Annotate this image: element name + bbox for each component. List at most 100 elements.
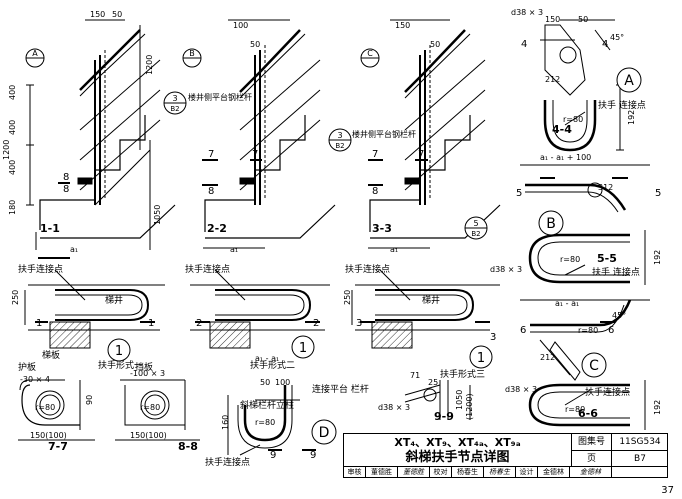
sign-checker: 杨春生: [452, 467, 484, 478]
dim-150-A: 150: [545, 15, 560, 24]
dim-r80-A: r=80: [563, 115, 583, 124]
dim-250-1: 250: [11, 290, 20, 305]
drawing-title-line1: XT₄、XT₉、XT₄ₐ、XT₉ₐ: [394, 436, 521, 449]
dim-50-A: 50: [578, 15, 588, 24]
cut-8d: 8: [372, 186, 378, 197]
sign-design-label: 设计: [516, 467, 538, 478]
label-rail-form-2: 扶手形式二: [250, 359, 295, 371]
title-block-main: XT₄、XT₉、XT₄ₐ、XT₉ₐ 斜梯扶手节点详图: [344, 434, 572, 467]
dim-r80-8: r=80: [140, 403, 160, 412]
section-title-9-9: 9-9: [434, 410, 454, 423]
dim-a1sub-c: a₁ - a₁: [555, 299, 579, 308]
cut-3a: 3: [356, 318, 362, 329]
sign-review-label: 审核: [344, 467, 366, 478]
section-title-7-7: 7-7: [48, 440, 68, 453]
dim-a1-2: a₁: [230, 245, 238, 254]
ref-b2-3: B2: [471, 230, 480, 238]
cut-7c: 7: [372, 149, 378, 160]
sign-reviewer-signature: 董德胜: [398, 467, 430, 478]
bubble-one-3-text: 1: [477, 351, 485, 366]
label-rail-joint-D: 扶手连接点: [205, 456, 250, 468]
bubble-C-1-text: C: [367, 49, 373, 58]
dim-150-100-8: 150(100): [130, 431, 167, 440]
dim-400-a: 400: [8, 85, 17, 100]
ref-3-1: 3: [172, 94, 177, 103]
section-title-3-3: 3-3: [372, 222, 392, 235]
detail-bubble-A: [616, 67, 642, 93]
bubble-one-2-text: 1: [299, 341, 307, 356]
title-block: XT₄、XT₉、XT₄ₐ、XT₉ₐ 斜梯扶手节点详图 图集号 11SG534 页…: [343, 433, 668, 478]
section-title-5-5: 5-5: [597, 252, 617, 265]
detail-B: [520, 164, 650, 285]
label-stop-plate: 挡板: [135, 361, 153, 373]
dim-400-c: 400: [8, 160, 17, 175]
cut-6a: 6: [520, 325, 526, 336]
dim-150-1: 150: [90, 10, 105, 19]
dim-212-A: 212: [545, 75, 560, 84]
label-stair-board: 梯板: [42, 349, 60, 361]
dim-1050: 1050: [153, 205, 162, 225]
dim-160: 160: [221, 415, 230, 430]
label-rail-joint-2: 扶手连接点: [185, 263, 230, 275]
atlas-number-label: 图集号: [572, 434, 612, 451]
sign-designer-signature: 金德林: [570, 467, 612, 478]
dim-25: 25: [428, 378, 438, 387]
label-stair-well-1: 梯井: [105, 294, 123, 306]
atlas-number-value: 11SG534: [612, 434, 668, 451]
dim-r80-7: r=80: [35, 403, 55, 412]
dim-71: 71: [410, 371, 420, 380]
label-rail-joint-A: 扶手 连接点: [598, 99, 646, 111]
dim-r80-C2: r=80: [565, 405, 585, 414]
cut-7b: 7: [252, 149, 258, 160]
dim-r80-B: r=80: [560, 255, 580, 264]
bubble-A-1-text: A: [32, 49, 38, 58]
label-d38-C: d38 × 3: [505, 385, 537, 394]
cut-6b: 6: [608, 325, 614, 336]
detail-B-text: B: [546, 216, 556, 232]
label-rail-joint-C: 扶手连接点: [585, 386, 630, 398]
dim-250-3: 250: [343, 290, 352, 305]
dim-1200-b: 1200: [145, 55, 154, 75]
bubble-one-2: [291, 335, 315, 359]
cut-2a: 2: [196, 318, 202, 329]
section-8-8: [115, 379, 200, 441]
detail-A-text: A: [624, 73, 634, 89]
dim-100-D: 100: [275, 378, 290, 387]
label-slant-post: 斜梯栏杆立柱: [240, 399, 294, 411]
section-1-1: [26, 19, 176, 259]
cut-8c: 8: [208, 186, 214, 197]
detail-D-text: D: [319, 425, 330, 441]
bubble-one-1-text: 1: [115, 344, 123, 359]
dim-192-C: 192: [653, 400, 662, 415]
dim-a1-3: a₁: [390, 245, 398, 254]
dim-50-3: 50: [430, 40, 440, 49]
dim-50-D: 50: [260, 378, 270, 387]
dim-150-3: 150: [395, 21, 410, 30]
dim-a1p100: a₁ - a₁ + 100: [540, 153, 591, 162]
sheet-number: 37: [661, 485, 674, 496]
label-plate-100: -100 × 3: [130, 369, 165, 378]
label-d38-9: d38 × 3: [378, 403, 410, 412]
label-d38-A: d38 × 3: [511, 8, 543, 17]
ref-5: 5: [473, 219, 478, 228]
dim-192-A: 192: [627, 110, 636, 125]
section-title-1-1: 1-1: [40, 222, 60, 235]
bubble-B-1-text: B: [189, 49, 195, 58]
detail-bubble-C: [581, 352, 607, 378]
dim-192-B: 192: [653, 250, 662, 265]
dim-90: 90: [85, 395, 94, 405]
signature-row: 审核 董德胜 董德胜 校对 杨春生 杨春生 设计 金德林 金德林: [344, 467, 667, 478]
bubble-one-1: [107, 338, 131, 362]
cut-4a: 4: [521, 39, 527, 50]
section-2-2: [202, 19, 336, 249]
dim-150-100-7: 150(100): [30, 431, 67, 440]
page-label: 页: [572, 451, 612, 467]
cut-1a: 1: [36, 318, 42, 329]
dim-r80-C1: r=80: [578, 326, 598, 335]
cut-5b: 5: [655, 188, 661, 199]
dim-a1sub-2: a₁ - a₁: [255, 354, 279, 363]
label-rail-joint-3: 扶手连接点: [345, 263, 390, 275]
section-title-6-6: 6-6: [578, 407, 598, 420]
dim-212-C: 212: [540, 353, 555, 362]
dim-50-1: 50: [112, 10, 122, 19]
